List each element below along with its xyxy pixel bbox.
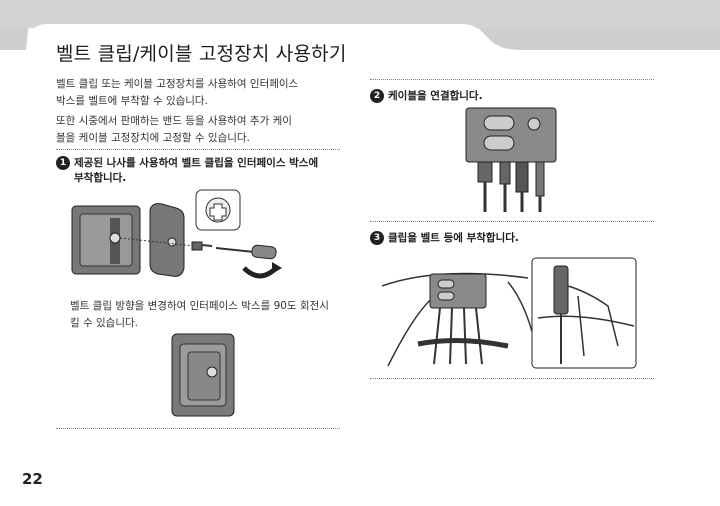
step-2-text: 케이블을 연결합니다. xyxy=(388,90,483,102)
arrow-head-icon xyxy=(272,262,282,274)
intro-line-1: 벨트 클립 또는 케이블 고정장치를 사용하여 인터페이스 xyxy=(56,78,299,90)
header-bar xyxy=(0,0,720,62)
clip-detail-image xyxy=(531,257,637,369)
interface-box-image xyxy=(71,205,141,275)
rotated-box-illustration xyxy=(171,333,235,417)
belt-clip-image xyxy=(149,203,185,277)
power-button-icon xyxy=(527,117,541,131)
page-title: 벨트 클립/케이블 고정장치 사용하기 xyxy=(56,43,347,65)
step-2-number: 2 xyxy=(370,89,384,103)
intro-line-2: 박스를 벨트에 부착할 수 있습니다. xyxy=(56,95,208,107)
divider-right-top xyxy=(370,79,654,80)
step-2-instruction: 2 케이블을 연결합니다. xyxy=(370,89,483,104)
step-3-instruction: 3 클립을 벨트 등에 부착합니다. xyxy=(370,231,519,246)
band-line-2: 블을 케이블 고정장치에 고정할 수 있습니다. xyxy=(56,132,250,144)
volume-control-icon xyxy=(483,115,515,131)
rotate-note: 벨트 클립 방향을 변경하여 인터페이스 박스를 90도 회전시 킬 수 있습니… xyxy=(70,298,329,332)
band-paragraph: 또한 시중에서 판매하는 밴드 등을 사용하여 추가 케이 블을 케이블 고정장… xyxy=(56,113,292,147)
screw-detail-callout xyxy=(195,189,241,231)
step-3-illustration xyxy=(381,257,637,369)
rotation-arrow-icon xyxy=(242,266,278,279)
belt-attached-box-image xyxy=(381,272,539,367)
screw-image xyxy=(191,241,213,251)
rotate-line-2: 킬 수 있습니다. xyxy=(70,317,138,329)
divider-left-bottom xyxy=(56,428,340,429)
step-1-illustration xyxy=(71,189,282,279)
divider-left-top xyxy=(56,149,340,150)
step-1-instruction: 1 제공된 나사를 사용하여 벨트 클립을 인터페이스 박스에 부착합니다. xyxy=(56,156,318,186)
divider-right-middle xyxy=(370,221,654,222)
divider-right-bottom xyxy=(370,378,654,379)
step-1-line-2: 부착합니다. xyxy=(74,172,127,184)
step-2-illustration xyxy=(465,107,557,212)
screwdriver-image xyxy=(215,244,277,260)
channel-control-icon xyxy=(483,135,515,151)
rotate-line-1: 벨트 클립 방향을 변경하여 인터페이스 박스를 90도 회전시 xyxy=(70,300,329,312)
guide-line xyxy=(119,237,195,247)
step-3-number: 3 xyxy=(370,231,384,245)
step-3-text: 클립을 벨트 등에 부착합니다. xyxy=(388,232,519,244)
step-1-number: 1 xyxy=(56,156,70,170)
intro-paragraph: 벨트 클립 또는 케이블 고정장치를 사용하여 인터페이스 박스를 벨트에 부착… xyxy=(56,76,298,110)
page-number: 22 xyxy=(22,470,43,488)
step-1-line-1: 제공된 나사를 사용하여 벨트 클립을 인터페이스 박스에 xyxy=(74,157,319,169)
band-line-1: 또한 시중에서 판매하는 밴드 등을 사용하여 추가 케이 xyxy=(56,115,292,127)
